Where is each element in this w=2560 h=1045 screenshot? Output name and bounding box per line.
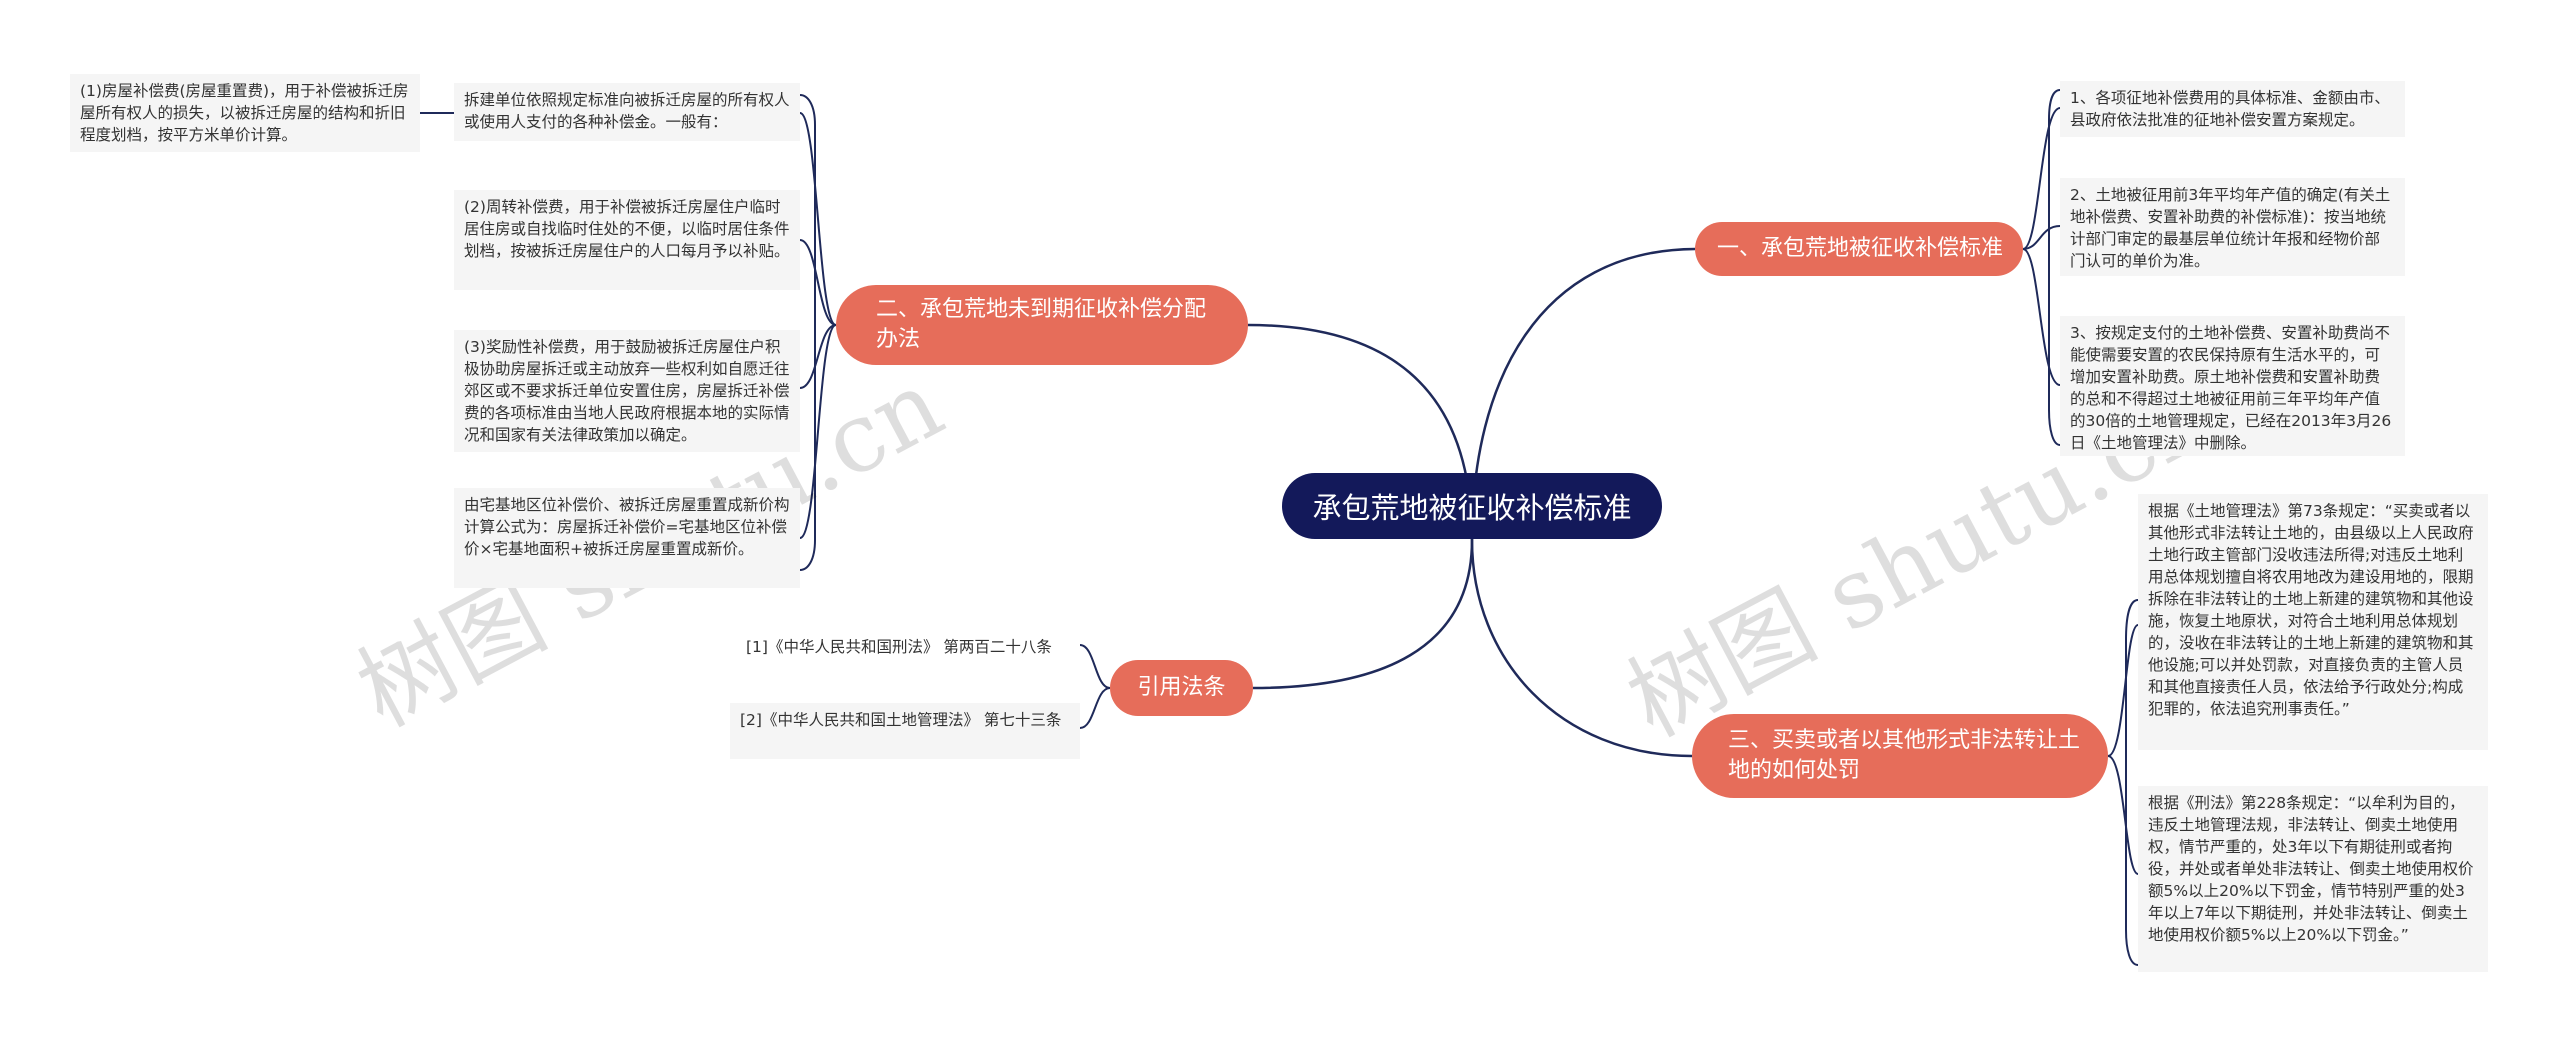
link-root-b4 bbox=[1252, 539, 1474, 690]
leaf-compensation-standard-2: 2、土地被征用前3年平均年产值的确定(有关土地补偿费、安置补助费的补偿标准)：按… bbox=[2060, 178, 2405, 276]
branch-compensation-standard[interactable]: 一、承包荒地被征收补偿标准 bbox=[1695, 222, 2023, 276]
leaf-cited-criminal-law: [1]《中华人民共和国刑法》 第两百二十八条 bbox=[730, 630, 1080, 664]
leaf-distribution-turnover: (2)周转补偿费，用于补偿被拆迁房屋住户临时居住房或自找临时住处的不便，以临时居… bbox=[454, 190, 800, 290]
branch-cited-laws[interactable]: 引用法条 bbox=[1110, 660, 1253, 716]
leaf-distribution-subsidy: (1)房屋补偿费(房屋重置费)，用于补偿被拆迁房屋所有权人的损失，以被拆迁房屋的… bbox=[70, 74, 420, 152]
branch-distribution-method[interactable]: 二、承包荒地未到期征收补偿分配办法 bbox=[836, 285, 1248, 365]
leaf-compensation-standard-1: 1、各项征地补偿费用的具体标准、金额由市、县政府依法批准的征地补偿安置方案规定。 bbox=[2060, 81, 2405, 137]
leaf-distribution-intro: 拆建单位依照规定标准向被拆迁房屋的所有权人或使用人支付的各种补偿金。一般有： bbox=[454, 83, 800, 141]
leaf-cited-land-law: [2]《中华人民共和国土地管理法》 第七十三条 bbox=[730, 703, 1080, 759]
branch-illegal-transfer-penalty[interactable]: 三、买卖或者以其他形式非法转让土地的如何处罚 bbox=[1692, 714, 2108, 798]
leaf-distribution-reward: (3)奖励性补偿费，用于鼓励被拆迁房屋住户积极协助房屋拆迁或主动放弃一些权利如自… bbox=[454, 330, 800, 452]
leaf-land-management-law-73: 根据《土地管理法》第73条规定：“买卖或者以其他形式非法转让土地的，由县级以上人… bbox=[2138, 494, 2488, 750]
leaf-compensation-standard-3: 3、按规定支付的土地补偿费、安置补助费尚不能使需要安置的农民保持原有生活水平的，… bbox=[2060, 316, 2405, 456]
link-root-b3 bbox=[1470, 539, 1693, 758]
leaf-criminal-law-228: 根据《刑法》第228条规定：“以牟利为目的，违反土地管理法规，非法转让、倒卖土地… bbox=[2138, 786, 2488, 972]
leaf-distribution-formula: 由宅基地区位补偿价、被拆迁房屋重置成新价构计算公式为：房屋拆迁补偿价=宅基地区位… bbox=[454, 488, 800, 588]
root-topic[interactable]: 承包荒地被征收补偿标准 bbox=[1282, 473, 1662, 539]
